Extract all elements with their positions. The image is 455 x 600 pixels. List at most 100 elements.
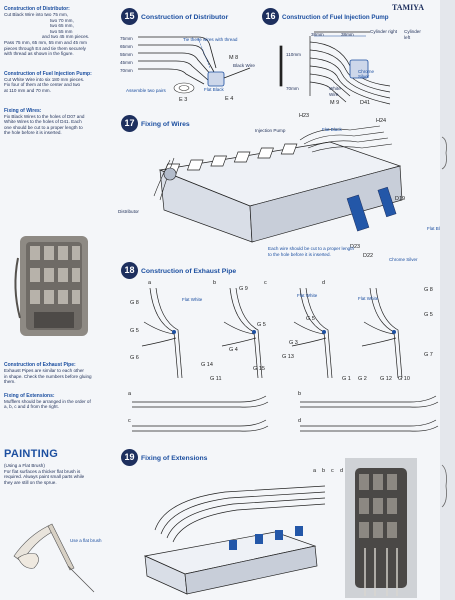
d23-label: D23 bbox=[350, 244, 361, 250]
extension-b: b bbox=[322, 468, 326, 474]
step-17-badge: 17 bbox=[121, 115, 138, 132]
brand-name: TAMIYA bbox=[392, 3, 425, 12]
pipe-letter-c: c bbox=[264, 280, 267, 286]
next-page-brace-top bbox=[441, 136, 447, 170]
exhaust-pipes-diagram bbox=[141, 287, 403, 379]
length-45: 45mm bbox=[120, 60, 133, 65]
injection-pump-label: Injection Pump bbox=[255, 128, 286, 133]
dim-70: 70mm bbox=[286, 86, 299, 91]
thread-note: Tie these wires with thread bbox=[183, 37, 238, 42]
engine-photo bbox=[14, 236, 88, 336]
distributor-line: two 70 mm, bbox=[50, 17, 74, 23]
next-page-edge bbox=[440, 0, 455, 600]
pipe-letter-a: a bbox=[148, 280, 152, 286]
fuel-line: Fix four of them at the center and two bbox=[4, 82, 81, 88]
step-15-badge: 15 bbox=[121, 8, 138, 25]
muffler-d: d bbox=[298, 418, 302, 424]
step-18-badge: 18 bbox=[121, 262, 138, 279]
wires-heading: Fixing of Wires: bbox=[4, 107, 42, 114]
step-19-title: Fixing of Extensions bbox=[141, 455, 208, 462]
fuel-line: at 110 mm and 70 mm. bbox=[4, 87, 51, 93]
part-g12: G 12 bbox=[380, 376, 392, 382]
distributor-label: Distributor bbox=[118, 209, 139, 214]
painting-subtitle: (Using a Flat Brush) bbox=[4, 463, 45, 468]
dim-38-right: 38mm bbox=[341, 32, 354, 37]
part-g11: G 11 bbox=[210, 376, 222, 382]
flat-black-15: Flat Black bbox=[204, 87, 224, 92]
h23-label: H23 bbox=[299, 113, 310, 119]
fuel-line: Cut White Wire into six 180 mm pieces. bbox=[4, 76, 85, 82]
wires-line: White Wires to the holes of D41. Each bbox=[4, 119, 82, 125]
chrome-silver-16: Chrome Silver bbox=[358, 69, 375, 79]
part-g9: G 9 bbox=[239, 286, 248, 292]
extensions-instructions: Fixing of Extensions: Mufflers should be… bbox=[4, 393, 112, 410]
part-g8-left: G 8 bbox=[130, 300, 139, 306]
distributor-diagram bbox=[138, 36, 251, 94]
part-g3: G 3 bbox=[289, 340, 298, 346]
distributor-line: Pass 75 mm, 65 mm, 55 mm and 45 mm bbox=[4, 39, 87, 45]
extension-d: d bbox=[340, 468, 344, 474]
exhaust-line: Exhaust Pipes are similar to each other bbox=[4, 368, 84, 373]
next-page-brace-bottom bbox=[441, 464, 447, 508]
e3-label: E 3 bbox=[179, 97, 188, 103]
assemble-note: Assemble two pairs bbox=[126, 88, 166, 93]
exhaust-instructions: Construction of Exhaust Pipe: Exhaust Pi… bbox=[4, 362, 112, 385]
painting-line: For flat surfaces a thicker flat brush i… bbox=[4, 468, 81, 474]
black-wire-label: Black Wire bbox=[233, 63, 255, 68]
dim-110: 110mm bbox=[286, 52, 301, 57]
part-g13: G 13 bbox=[282, 354, 294, 360]
part-g7: G 7 bbox=[424, 352, 433, 358]
step-16-badge: 16 bbox=[262, 8, 279, 25]
part-g5-a: G 5 bbox=[130, 328, 139, 334]
muffler-c: c bbox=[128, 418, 131, 424]
cylinder-left-label: Cylinder left bbox=[404, 29, 421, 40]
wire-cut-note: Each wire should be cut to a proper leng… bbox=[268, 246, 355, 257]
m9-label: M 9 bbox=[330, 100, 340, 106]
part-g14: G 14 bbox=[201, 362, 213, 368]
extensions-heading: Fixing of Extensions: bbox=[4, 392, 55, 399]
step-18-title: Construction of Exhaust Pipe bbox=[141, 268, 237, 275]
part-g8-right: G 8 bbox=[424, 287, 433, 293]
pipe-letter-b: b bbox=[213, 280, 217, 286]
muffler-a: a bbox=[128, 391, 132, 397]
chrome-silver-17: Chrome Silver bbox=[389, 257, 418, 262]
step-15-title: Construction of Distributor bbox=[141, 14, 229, 21]
fuel-pump-diagram bbox=[279, 31, 391, 105]
d41-label: D41 bbox=[360, 100, 371, 106]
painting-line: they are still on the sprue. bbox=[4, 479, 57, 485]
extensions-diagram bbox=[143, 485, 326, 595]
step-19-badge: 19 bbox=[121, 449, 138, 466]
exhaust-line: them. bbox=[4, 379, 16, 385]
wires-line: the hole before it is inserted. bbox=[4, 130, 62, 136]
painting-section: PAINTING (Using a Flat Brush) For flat s… bbox=[4, 448, 112, 485]
m8-label: M 8 bbox=[229, 55, 239, 61]
part-g5-d: G 5 bbox=[424, 312, 433, 318]
exhaust-line: in shape. Check the numbers before gluin… bbox=[4, 373, 92, 379]
pipe-letter-d: d bbox=[322, 280, 326, 286]
distributor-line: and two 45 mm pieces. bbox=[42, 34, 90, 40]
part-g1: G 1 bbox=[342, 376, 351, 382]
d19-label: D19 bbox=[395, 196, 406, 202]
engine-wiring-diagram bbox=[153, 125, 403, 243]
engine-extensions-photo bbox=[345, 458, 417, 598]
left-column-lower: Construction of Exhaust Pipe: Exhaust Pi… bbox=[4, 362, 112, 410]
h24-label: H24 bbox=[376, 118, 387, 124]
length-55: 55mm bbox=[120, 52, 133, 57]
fuel-instructions: Construction of Fuel Injection Pump: Cut… bbox=[4, 71, 112, 94]
distributor-heading: Construction of Distributor: bbox=[4, 6, 70, 12]
distributor-line: two 65 mm, bbox=[50, 23, 74, 29]
length-75: 75mm bbox=[120, 36, 133, 41]
wires-instructions: Fixing of Wires: Fix Black Wires to the … bbox=[4, 108, 112, 136]
step-16-title: Construction of Fuel Injection Pump bbox=[282, 14, 389, 21]
flat-white-c: Flat White bbox=[297, 293, 318, 298]
white-wire-label: White Wire bbox=[329, 86, 341, 97]
part-g15: G 15 bbox=[253, 366, 265, 372]
flat-white-d: Flat White bbox=[358, 296, 379, 301]
dim-38-left: 38mm bbox=[311, 32, 324, 37]
length-70: 70mm bbox=[120, 68, 133, 73]
cylinder-right-label: Cylinder right bbox=[370, 29, 398, 34]
step-17-title: Fixing of Wires bbox=[141, 121, 190, 128]
muffler-row-diagram bbox=[132, 395, 439, 432]
flat-brush-illustration bbox=[13, 523, 95, 593]
part-g5-c: G 5 bbox=[306, 316, 315, 322]
